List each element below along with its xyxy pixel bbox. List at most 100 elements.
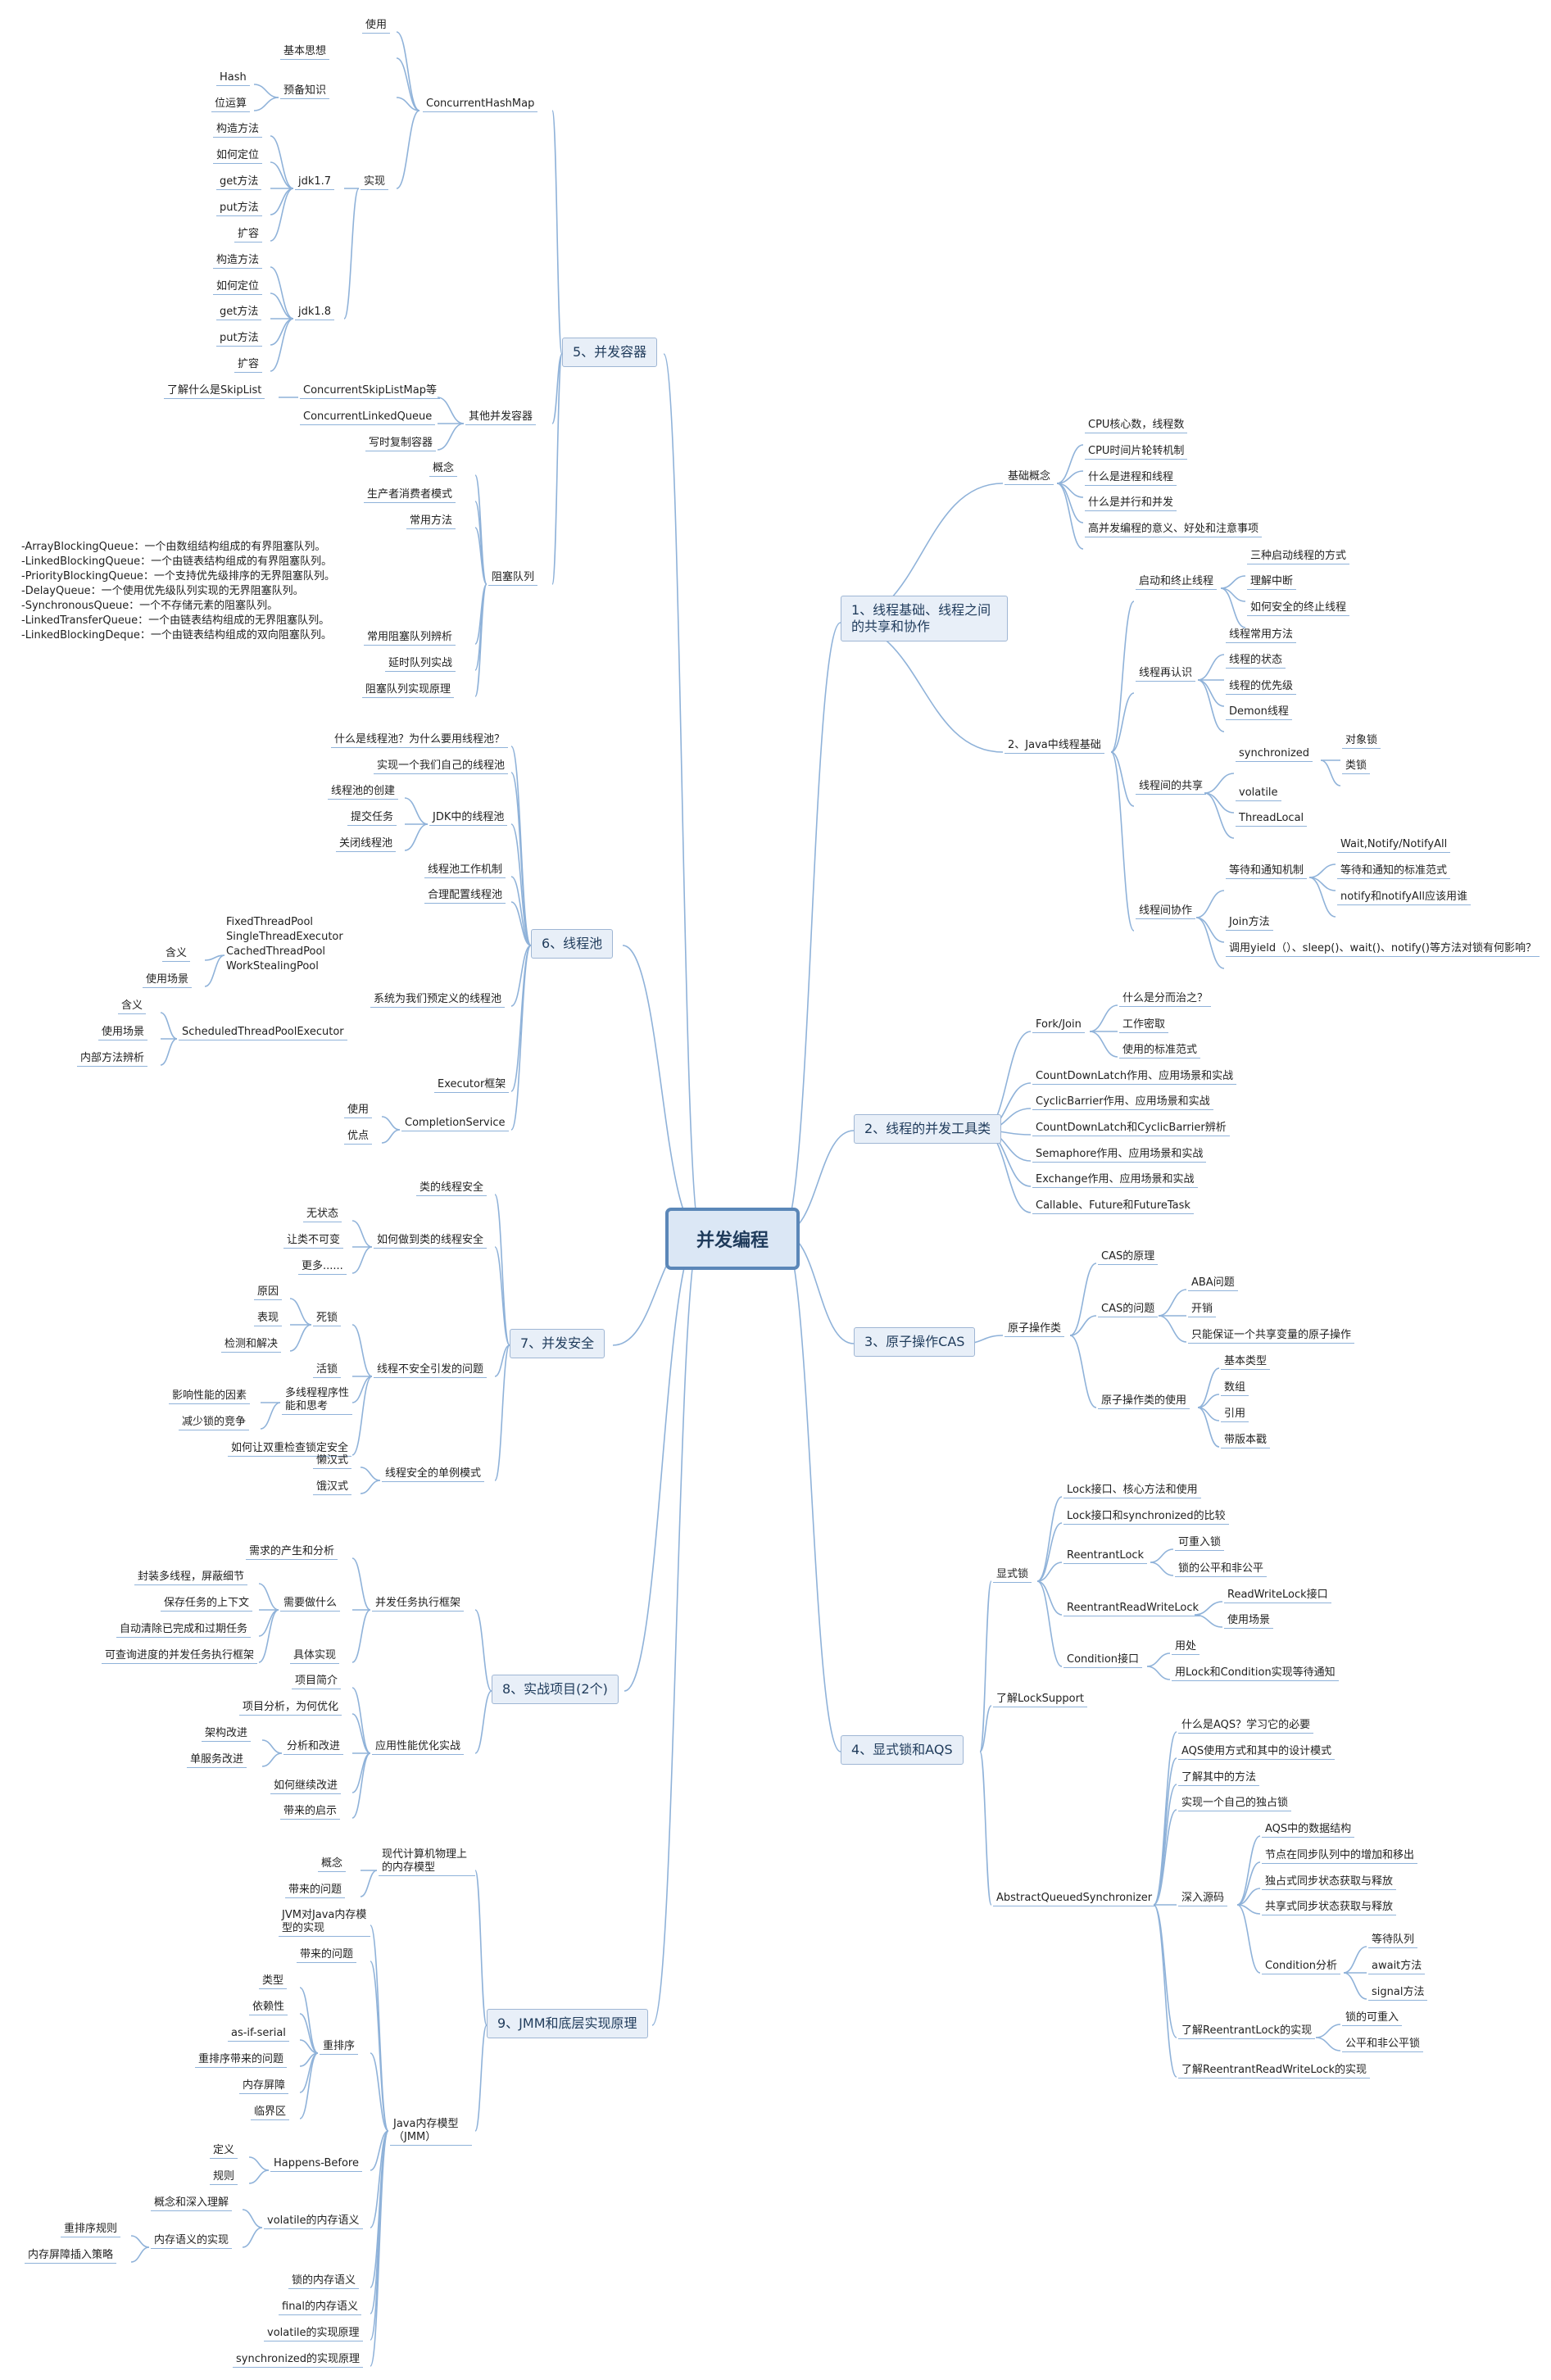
node-pool-usage[interactable]: 使用场景 <box>143 973 193 988</box>
node-bq-pc[interactable]: 生产者消费者模式 <box>364 488 456 503</box>
node-project-analysis[interactable]: 项目分析，为何优化 <box>239 1701 342 1716</box>
node-jdk18-item[interactable]: 扩容 <box>234 358 263 373</box>
node-class-safe[interactable]: 类的线程安全 <box>416 1181 488 1196</box>
node-project-intro[interactable]: 项目简介 <box>292 1675 342 1689</box>
node-aqs-item[interactable]: 了解其中的方法 <box>1178 1771 1260 1786</box>
node-chm[interactable]: ConcurrentHashMap <box>423 97 538 112</box>
node-yield[interactable]: 调用yield（）、sleep()、wait()、notify()等方法对锁有何… <box>1226 942 1540 957</box>
node-condition-item[interactable]: 用处 <box>1172 1640 1200 1655</box>
node-clq[interactable]: ConcurrentLinkedQueue <box>300 410 436 425</box>
node-unsafe-problems[interactable]: 线程不安全引发的问题 <box>374 1363 488 1378</box>
node-perf-opt[interactable]: 应用性能优化实战 <box>372 1740 465 1755</box>
node-join[interactable]: Join方法 <box>1226 916 1273 931</box>
node-aqs-item[interactable]: 什么是AQS？学习它的必要 <box>1178 1719 1314 1734</box>
node-skiplist[interactable]: ConcurrentSkipListMap等 <box>300 384 440 399</box>
node-atomic-use[interactable]: 原子操作类的使用 <box>1098 1394 1190 1409</box>
node-tp-predefined[interactable]: 系统为我们预定义的线程池 <box>370 993 506 1008</box>
node-object-lock[interactable]: 对象锁 <box>1342 734 1381 749</box>
node-recognize[interactable]: 线程再认识 <box>1136 667 1196 682</box>
node-scheduled-item[interactable]: 含义 <box>118 1000 147 1014</box>
node-how-item[interactable]: 无状态 <box>303 1208 342 1222</box>
node-jmm-problems[interactable]: 带来的问题 <box>297 1948 357 1963</box>
node-condition-analysis[interactable]: Condition分析 <box>1262 1960 1341 1974</box>
node-scheduled[interactable]: ScheduledThreadPoolExecutor <box>179 1026 347 1040</box>
node-continue-improve[interactable]: 如何继续改进 <box>270 1779 342 1794</box>
node-reorder-item[interactable]: 内存屏障 <box>239 2079 289 2094</box>
node-jdk17-item[interactable]: get方法 <box>216 175 262 190</box>
node-what-needed[interactable]: 需要做什么 <box>280 1597 341 1612</box>
node-scheduled-item[interactable]: 使用场景 <box>98 1026 148 1040</box>
node-synchronized[interactable]: synchronized <box>1236 747 1313 762</box>
node-tool-item[interactable]: Exchange作用、应用场景和实战 <box>1032 1173 1198 1188</box>
node-condition-item[interactable]: 用Lock和Condition实现等待通知 <box>1172 1666 1339 1681</box>
node-basic-concepts[interactable]: 基础概念 <box>1005 470 1054 485</box>
branch-9-jmm[interactable]: 9、JMM和底层实现原理 <box>487 2009 648 2038</box>
node-prep-hash[interactable]: Hash <box>216 71 250 86</box>
node-jdk17[interactable]: jdk1.7 <box>295 175 335 190</box>
node-cow[interactable]: 写时复制容器 <box>365 437 437 451</box>
node-forkjoin-item[interactable]: 使用的标准范式 <box>1119 1044 1201 1059</box>
node-completion-use[interactable]: 使用 <box>344 1104 373 1118</box>
node-hb-item[interactable]: 定义 <box>210 2144 238 2159</box>
node-condition[interactable]: Condition接口 <box>1063 1653 1143 1668</box>
node-bq-methods[interactable]: 常用方法 <box>406 515 456 529</box>
node-reorder-item[interactable]: 依赖性 <box>249 2001 288 2015</box>
node-need-item[interactable]: 保存任务的上下文 <box>161 1597 253 1612</box>
node-tp-mechanism[interactable]: 线程池工作机制 <box>424 864 506 878</box>
node-reorder[interactable]: 重排序 <box>320 2040 359 2055</box>
node-tp-own[interactable]: 实现一个我们自己的线程池 <box>374 759 509 774</box>
branch-4-lock-aqs[interactable]: 4、显式锁和AQS <box>841 1735 964 1765</box>
node-livelock[interactable]: 活锁 <box>313 1363 342 1378</box>
node-cas-problem-item[interactable]: 开销 <box>1188 1303 1217 1317</box>
node-mem-impl-item[interactable]: 内存屏障插入策略 <box>25 2249 117 2264</box>
node-physical-memory[interactable]: 现代计算机物理上的内存模型 <box>379 1848 475 1876</box>
node-singleton-item[interactable]: 懒汉式 <box>313 1454 352 1469</box>
node-final-semantics[interactable]: final的内存语义 <box>279 2301 362 2315</box>
node-recognize-item[interactable]: Demon线程 <box>1226 705 1292 720</box>
node-jdk18-item[interactable]: get方法 <box>216 306 262 320</box>
node-reorder-item[interactable]: 临界区 <box>251 2106 290 2120</box>
node-cas-problem[interactable]: CAS的问题 <box>1098 1303 1159 1317</box>
node-tool-item[interactable]: CountDownLatch和CyclicBarrier辨析 <box>1032 1122 1230 1136</box>
node-tool-item[interactable]: Callable、Future和FutureTask <box>1032 1199 1194 1214</box>
node-volatile-semantics[interactable]: volatile的内存语义 <box>264 2215 363 2229</box>
branch-5-containers[interactable]: 5、并发容器 <box>562 338 658 367</box>
node-tp-jdk-item[interactable]: 线程池的创建 <box>328 785 399 800</box>
node-deep-item[interactable]: 独占式同步状态获取与释放 <box>1262 1875 1397 1890</box>
node-jdk17-item[interactable]: 扩容 <box>234 228 263 243</box>
node-deep-item[interactable]: 共享式同步状态获取与释放 <box>1262 1901 1397 1915</box>
node-recognize-item[interactable]: 线程的状态 <box>1226 654 1286 669</box>
node-bq-concept[interactable]: 概念 <box>429 462 458 477</box>
node-jdk17-item[interactable]: put方法 <box>216 202 262 216</box>
node-know-reentrant-item[interactable]: 锁的可重入 <box>1342 2011 1403 2026</box>
node-reentrantlock[interactable]: ReentrantLock <box>1063 1549 1148 1564</box>
node-start-stop[interactable]: 启动和终止线程 <box>1136 575 1218 590</box>
node-know-reentrant[interactable]: 了解ReentrantLock的实现 <box>1178 2024 1316 2039</box>
node-tp-why[interactable]: 什么是线程池？为什么要用线程池？ <box>331 733 509 748</box>
node-mem-impl-item[interactable]: 重排序规则 <box>61 2223 121 2237</box>
node-scheduled-item[interactable]: 内部方法辨析 <box>77 1052 148 1067</box>
node-executor[interactable]: Executor框架 <box>434 1078 510 1093</box>
node-tp-jdk-item[interactable]: 关闭线程池 <box>336 837 397 852</box>
node-jvm-impl[interactable]: JVM对Java内存模型的实现 <box>279 1909 370 1937</box>
node-tool-item[interactable]: CyclicBarrier作用、应用场景和实战 <box>1032 1095 1213 1110</box>
node-basic-item[interactable]: CPU时间片轮转机制 <box>1085 445 1188 460</box>
node-wait-item[interactable]: 等待和通知的标准范式 <box>1337 864 1451 879</box>
node-tool-item[interactable]: CountDownLatch作用、应用场景和实战 <box>1032 1070 1237 1085</box>
node-tp-jdk[interactable]: JDK中的线程池 <box>429 811 508 826</box>
node-skiplist-note[interactable]: 了解什么是SkipList <box>164 384 265 399</box>
node-mem-impl[interactable]: 内存语义的实现 <box>151 2234 233 2249</box>
node-perf[interactable]: 多线程程序性能和思考 <box>282 1387 352 1415</box>
branch-8-projects[interactable]: 8、实战项目(2个) <box>492 1675 619 1704</box>
node-prep-bit[interactable]: 位运算 <box>211 97 251 112</box>
node-deep-item[interactable]: 节点在同步队列中的增加和移出 <box>1262 1849 1418 1864</box>
node-chm-prep[interactable]: 预备知识 <box>280 84 330 99</box>
node-reentrant-item[interactable]: 锁的公平和非公平 <box>1175 1562 1268 1577</box>
node-happens-before[interactable]: Happens-Before <box>270 2157 362 2172</box>
branch-3-cas[interactable]: 3、原子操作CAS <box>854 1327 976 1357</box>
node-insight[interactable]: 带来的启示 <box>280 1805 341 1820</box>
node-dcl[interactable]: 如何让双重检查锁定安全 <box>228 1442 352 1457</box>
node-bq-common[interactable]: 常用阻塞队列辨析 <box>364 631 456 646</box>
node-perf-item[interactable]: 影响性能的因素 <box>169 1389 251 1404</box>
node-pool-meaning[interactable]: 含义 <box>162 947 191 962</box>
